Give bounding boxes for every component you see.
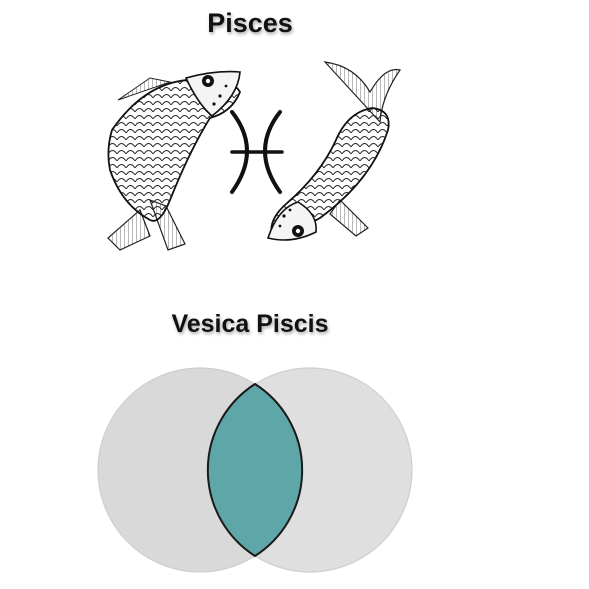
vesica-piscis-title: Vesica Piscis [171, 310, 329, 338]
pisces-symbol-icon [230, 110, 284, 194]
vesica-overlap [208, 368, 302, 572]
pisces-title: Pisces [207, 8, 293, 38]
left-fish-icon [107, 70, 241, 251]
vesica-outline [206, 382, 304, 558]
vesica-piscis-diagram [97, 367, 413, 573]
right-fish-icon [266, 61, 401, 241]
